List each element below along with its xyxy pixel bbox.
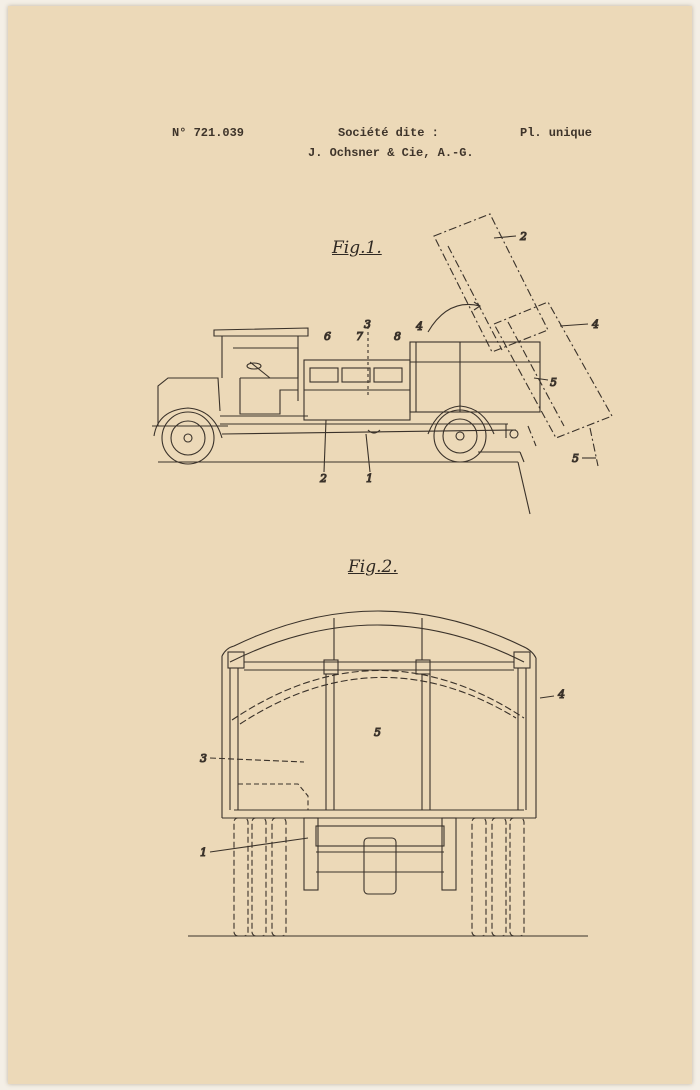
fig1-ref-5: 5: [550, 376, 557, 389]
fig1-ref-4: 4: [415, 320, 423, 333]
fig1-ref-3: 3: [364, 318, 371, 331]
fig1-ref-1: 1: [366, 472, 373, 485]
fig1-ref-6: 6: [324, 330, 331, 343]
fig1-ref-5-bottom: 5: [572, 452, 579, 465]
fig2-ref-4: 4: [557, 688, 565, 701]
company-name: J. Ochsner & Cie, A.-G.: [308, 146, 474, 160]
fig1-label: Fig.1.: [332, 238, 382, 258]
fig1-ref-8: 8: [394, 330, 401, 343]
fig2-label: Fig.2.: [348, 557, 398, 577]
fig1-ref-7: 7: [356, 330, 363, 343]
fig1-ref-4-right: 4: [591, 318, 599, 331]
fig2-ref-3: 3: [200, 752, 207, 765]
fig1-ref-2-top: 2: [519, 230, 527, 243]
company-intro: Société dite :: [338, 126, 439, 140]
fig1-ref-2-bottom: 2: [319, 472, 327, 485]
patent-number: N° 721.039: [172, 126, 245, 140]
technical-drawing: 2 4 6 7 3 8 4 5 2 1 5: [152, 213, 613, 937]
patent-sheet: N° 721.039 Société dite : Pl. unique J. …: [8, 6, 692, 1084]
fig2-ref-1: 1: [200, 846, 207, 859]
fig1-truck-side-view: 2 4 6 7 3 8 4 5 2 1 5: [152, 213, 613, 515]
fig2-ref-5: 5: [374, 726, 381, 739]
plate-label: Pl. unique: [520, 126, 593, 140]
fig2-truck-rear-view: 4 5 3 1: [188, 610, 588, 937]
